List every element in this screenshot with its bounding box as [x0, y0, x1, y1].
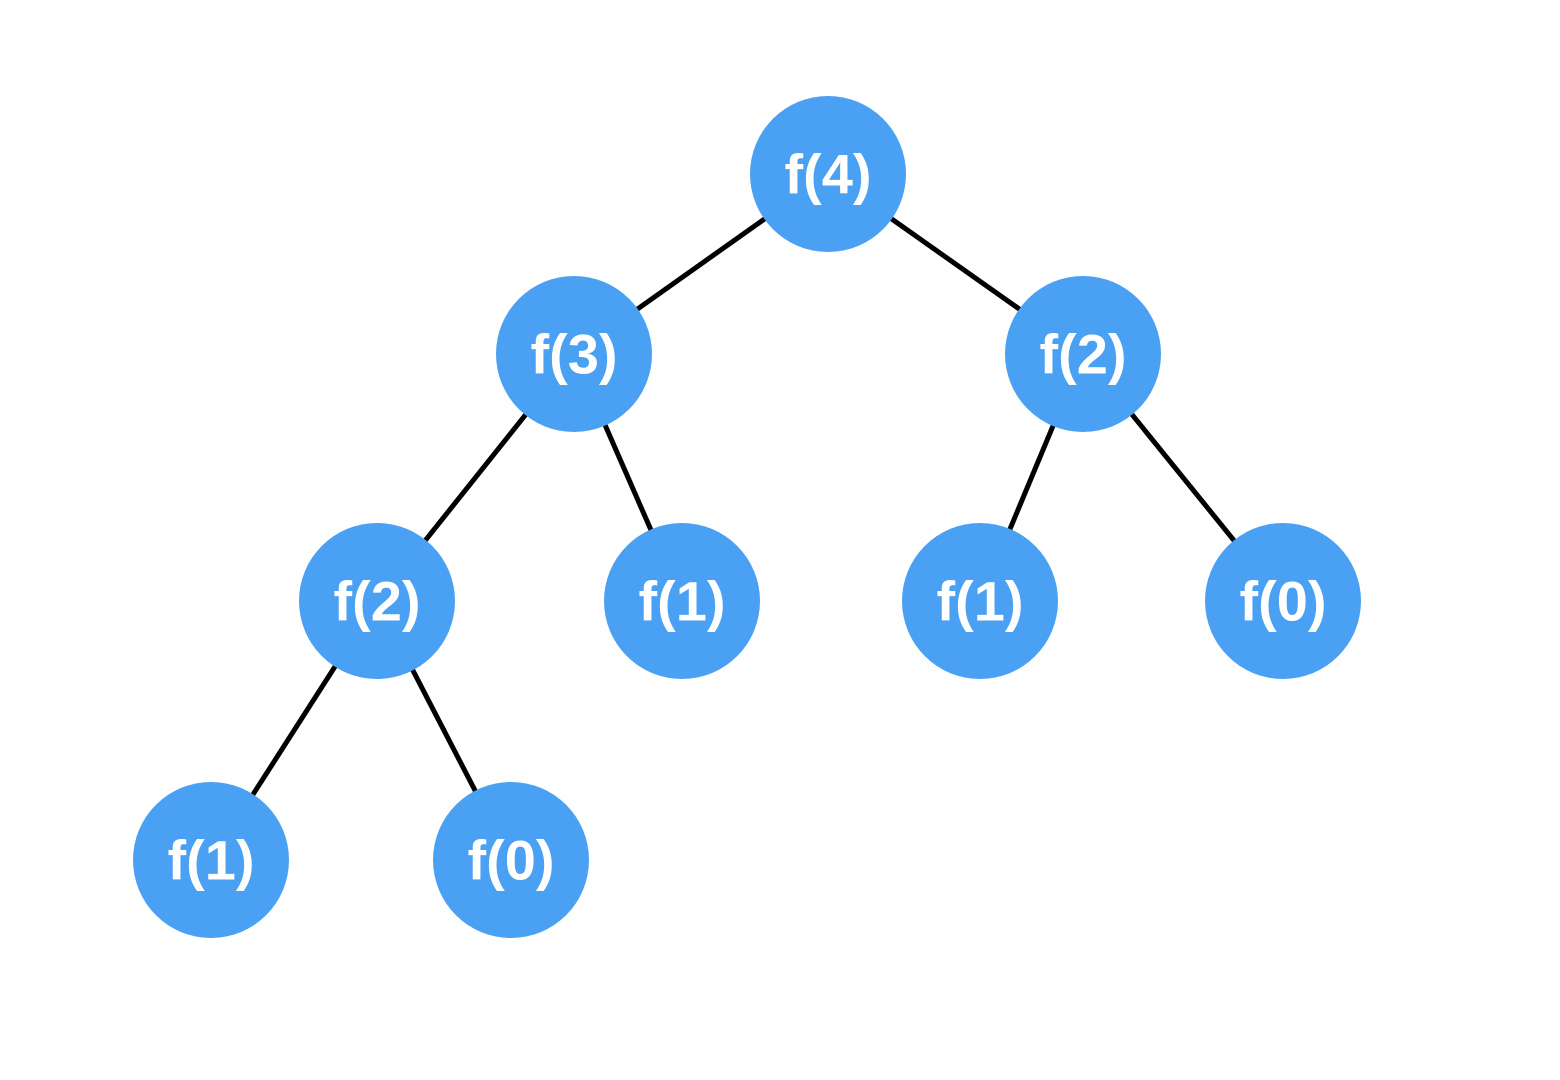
tree-node-circle	[299, 523, 455, 679]
tree-node-circle	[433, 782, 589, 938]
tree-node-n1: f(3)	[496, 276, 652, 432]
tree-node-n0: f(4)	[750, 96, 906, 252]
tree-node-n8: f(0)	[433, 782, 589, 938]
tree-node-circle	[604, 523, 760, 679]
tree-node-circle	[496, 276, 652, 432]
tree-node-n4: f(1)	[604, 523, 760, 679]
tree-node-circle	[1005, 276, 1161, 432]
tree-nodes-layer: f(4)f(3)f(2)f(2)f(1)f(1)f(0)f(1)f(0)	[133, 96, 1361, 938]
tree-node-circle	[902, 523, 1058, 679]
tree-node-circle	[133, 782, 289, 938]
tree-node-n5: f(1)	[902, 523, 1058, 679]
tree-node-n3: f(2)	[299, 523, 455, 679]
tree-node-circle	[750, 96, 906, 252]
tree-node-circle	[1205, 523, 1361, 679]
tree-edges-layer	[208, 171, 1285, 862]
tree-node-n7: f(1)	[133, 782, 289, 938]
tree-node-n2: f(2)	[1005, 276, 1161, 432]
tree-node-n6: f(0)	[1205, 523, 1361, 679]
